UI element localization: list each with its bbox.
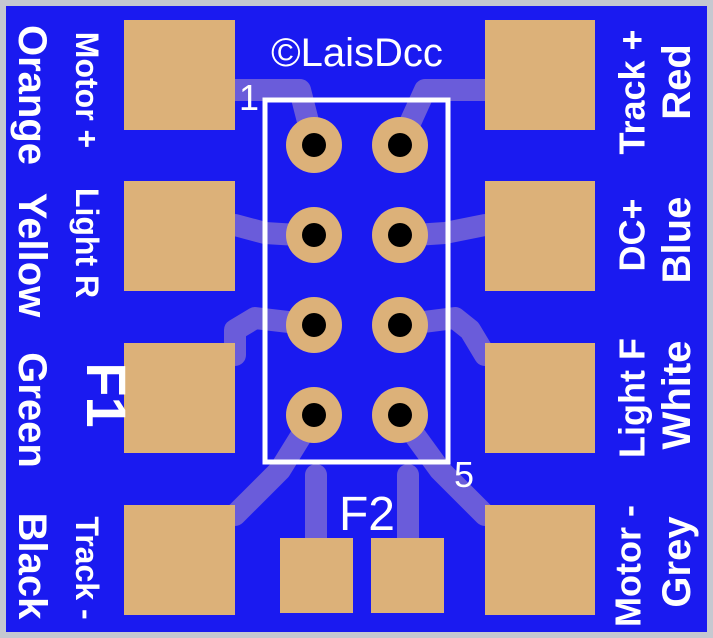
pad-dc-plus — [485, 181, 595, 291]
pad-green — [124, 343, 235, 453]
pin-hole — [302, 403, 326, 427]
right-color-1: Red — [655, 44, 699, 120]
pad-motor-plus — [124, 20, 235, 130]
pin-hole — [388, 133, 412, 157]
pin-hole — [388, 403, 412, 427]
f1-label: F1 — [75, 362, 138, 427]
pin-1-label: 1 — [239, 77, 259, 118]
right-color-4: Grey — [655, 516, 699, 608]
right-function-1: Track + — [612, 29, 653, 154]
pin-hole — [302, 223, 326, 247]
pad-motor-minus — [485, 505, 595, 615]
pad-f2-right — [371, 538, 444, 613]
pin-hole — [302, 133, 326, 157]
right-function-4: Motor - — [608, 505, 649, 627]
pin-5-label: 5 — [454, 454, 474, 495]
pad-track-minus — [124, 505, 235, 615]
pads — [124, 20, 595, 615]
right-color-2: Blue — [655, 197, 699, 284]
pin-hole — [388, 223, 412, 247]
pin-hole — [388, 313, 412, 337]
right-function-2: DC+ — [612, 198, 653, 271]
pad-track-plus — [485, 20, 595, 130]
left-function-1: Motor + — [69, 32, 105, 148]
pad-f2-left — [280, 538, 353, 613]
left-color-1: Orange — [10, 25, 54, 165]
copyright-label: ©LaisDcc — [271, 31, 443, 75]
left-function-4: Track - — [69, 516, 105, 619]
pad-light-r — [124, 181, 235, 291]
connector-outline — [262, 97, 451, 465]
f2-label: F2 — [339, 488, 395, 541]
right-function-3: Light F — [612, 338, 653, 458]
left-color-3: Green — [10, 352, 54, 468]
pin-hole — [302, 313, 326, 337]
left-color-4: Black — [10, 513, 54, 620]
trace-green — [224, 307, 325, 366]
pad-light-f — [485, 343, 595, 453]
left-color-2: Yellow — [10, 193, 54, 318]
connector-pins — [286, 117, 428, 443]
right-color-3: White — [655, 341, 699, 450]
left-function-2: Light R — [69, 188, 105, 298]
